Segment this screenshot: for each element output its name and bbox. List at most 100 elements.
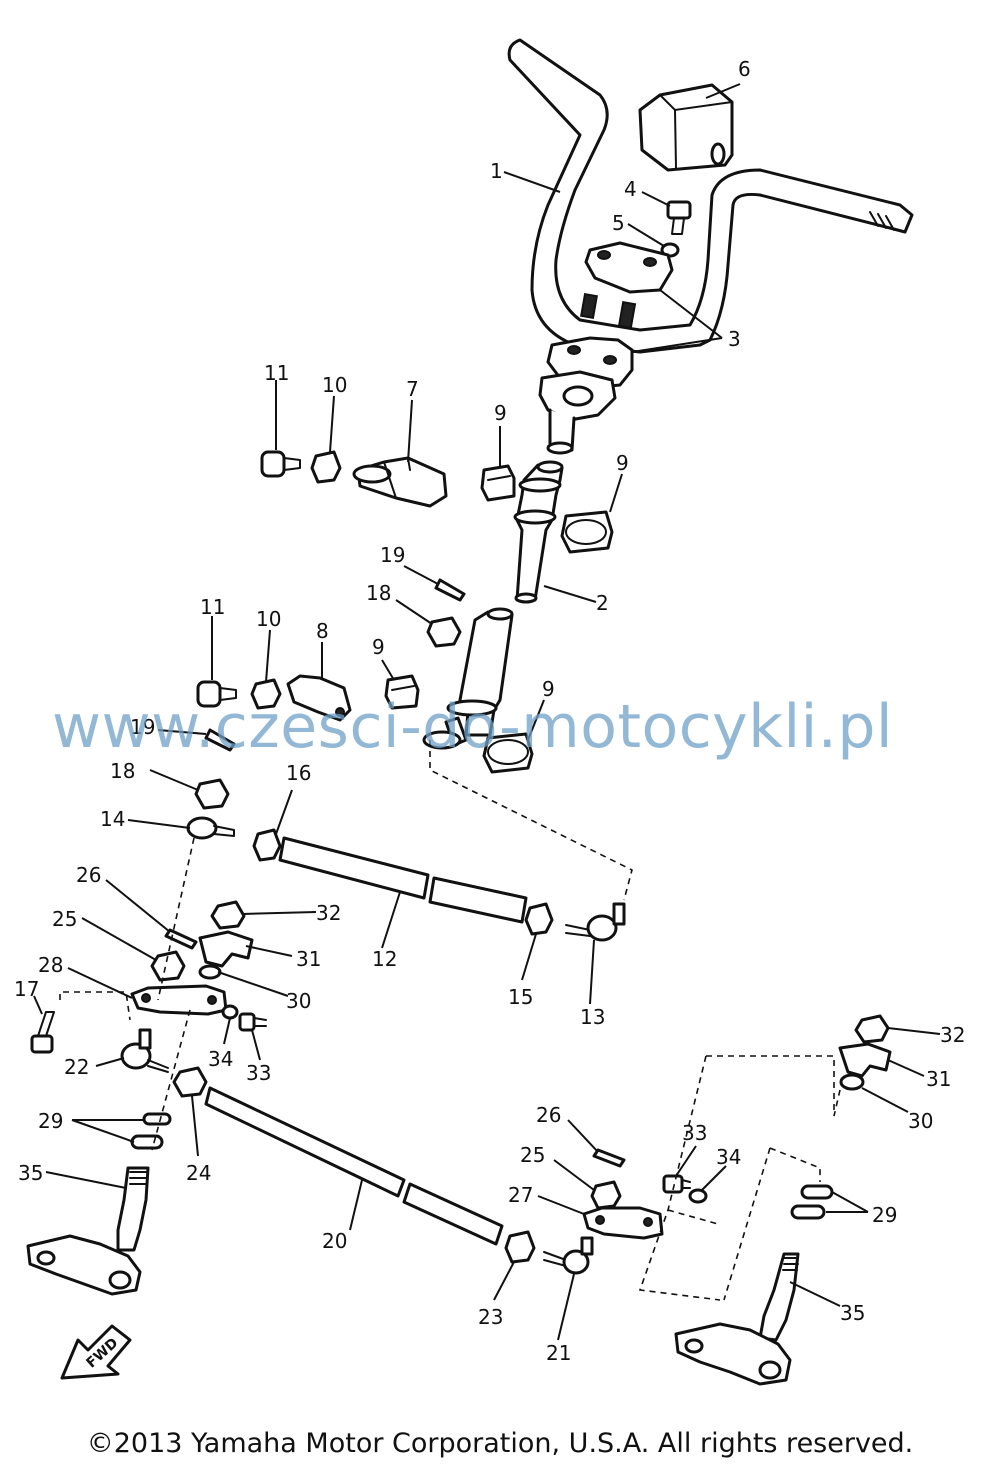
assembly-lines	[59, 740, 841, 1301]
bolt-11b	[196, 680, 237, 708]
callout-7: 7	[406, 377, 419, 401]
callout-2: 2	[596, 591, 609, 615]
nut-18b	[194, 778, 230, 810]
callout-29b: 29	[872, 1203, 897, 1227]
bushing-9c	[384, 674, 420, 710]
steering-column-lower	[422, 607, 514, 750]
cotter-pin-19b	[204, 728, 236, 752]
tie-rod-end-22	[120, 1028, 169, 1073]
callout-6: 6	[738, 57, 751, 81]
callout-28: 28	[38, 953, 63, 977]
callout-29a: 29	[38, 1109, 63, 1133]
callout-1: 1	[490, 159, 503, 183]
cotter-pin-29d	[790, 1204, 826, 1220]
callout-23: 23	[478, 1305, 503, 1329]
bushing-9a	[480, 464, 516, 502]
callout-21: 21	[546, 1341, 571, 1365]
callout-35b: 35	[840, 1301, 865, 1325]
tie-rod-end-13	[565, 902, 626, 942]
bushing-9d	[482, 732, 534, 774]
callout-9c: 9	[372, 635, 385, 659]
nut-32a	[210, 900, 246, 930]
callout-16: 16	[286, 761, 311, 785]
knuckle-arm-27	[582, 1206, 664, 1240]
callout-33a: 33	[246, 1061, 271, 1085]
cotter-pin-26b	[592, 1148, 626, 1168]
bolt-11a	[260, 450, 301, 478]
callout-33b: 33	[682, 1121, 707, 1145]
clamp-lower-8	[286, 674, 352, 722]
nut-18a	[426, 616, 462, 648]
column-top-bracket	[538, 370, 617, 455]
callout-9d: 9	[542, 677, 555, 701]
callout-19b: 19	[130, 715, 155, 739]
bracket-31a	[198, 930, 254, 968]
callout-31a: 31	[296, 947, 321, 971]
nut-16	[252, 828, 282, 862]
callout-14: 14	[100, 807, 125, 831]
callout-19a: 19	[380, 543, 405, 567]
bushing-30a	[198, 964, 222, 980]
bushing-30b	[839, 1073, 865, 1091]
tie-rod-12	[278, 836, 528, 924]
callout-8: 8	[316, 619, 329, 643]
callout-3: 3	[728, 327, 741, 351]
handlebar-holder-upper	[584, 241, 674, 294]
bolt-4	[666, 200, 692, 235]
nut-10b	[250, 678, 282, 710]
bolt-33b	[662, 1174, 691, 1194]
callout-18b: 18	[110, 759, 135, 783]
callout-25a: 25	[52, 907, 77, 931]
cotter-pin-29c	[800, 1184, 834, 1200]
callout-17: 17	[14, 977, 39, 1001]
cotter-pin-29a	[142, 1112, 172, 1126]
callout-5: 5	[612, 211, 625, 235]
callout-26a: 26	[76, 863, 101, 887]
callout-32b: 32	[940, 1023, 965, 1047]
callout-15: 15	[508, 985, 533, 1009]
callout-18a: 18	[366, 581, 391, 605]
tie-rod-end-21	[543, 1236, 594, 1275]
nut-15	[524, 902, 554, 936]
callout-26b: 26	[536, 1103, 561, 1127]
steering-knuckle-left	[26, 1166, 150, 1296]
callout-labels: 1 2 3 4 5 6 7 8 9 9 9 9 10 10 11 11 12 1…	[14, 57, 965, 1365]
nut-25a	[150, 950, 186, 982]
nut-23	[504, 1230, 536, 1264]
nut-32b	[854, 1014, 890, 1044]
callout-31b: 31	[926, 1067, 951, 1091]
callout-30b: 30	[908, 1109, 933, 1133]
copyright-notice: ©2013 Yamaha Motor Corporation, U.S.A. A…	[86, 1428, 914, 1459]
washer-34a	[221, 1004, 239, 1020]
callout-22: 22	[64, 1055, 89, 1079]
callout-13: 13	[580, 1005, 605, 1029]
steering-column-upper	[513, 460, 564, 604]
fwd-arrow: FWD	[60, 1324, 132, 1380]
callout-9b: 9	[616, 451, 629, 475]
cotter-pin-29b	[130, 1134, 164, 1150]
callout-10b: 10	[256, 607, 281, 631]
callout-27: 27	[508, 1183, 533, 1207]
callout-35a: 35	[18, 1161, 43, 1185]
bushing-9b	[560, 510, 614, 554]
washer-34b	[688, 1188, 708, 1204]
tie-rod-end-14	[186, 816, 235, 840]
callout-9a: 9	[494, 401, 507, 425]
bolt-33a	[238, 1012, 267, 1032]
bracket-31b	[838, 1042, 892, 1078]
callout-32a: 32	[316, 901, 341, 925]
callout-11a: 11	[264, 361, 289, 385]
nut-24	[172, 1066, 208, 1098]
callout-24: 24	[186, 1161, 211, 1185]
pitman-arm-28	[130, 984, 228, 1016]
cotter-pin-19a	[434, 578, 466, 602]
callout-10a: 10	[322, 373, 347, 397]
steering-knuckle-right	[674, 1252, 800, 1386]
callout-4: 4	[624, 177, 637, 201]
callout-12: 12	[372, 947, 397, 971]
leader-lines	[33, 83, 941, 1341]
callout-20: 20	[322, 1229, 347, 1253]
cotter-pin-26a	[164, 928, 198, 950]
callout-11b: 11	[200, 595, 225, 619]
